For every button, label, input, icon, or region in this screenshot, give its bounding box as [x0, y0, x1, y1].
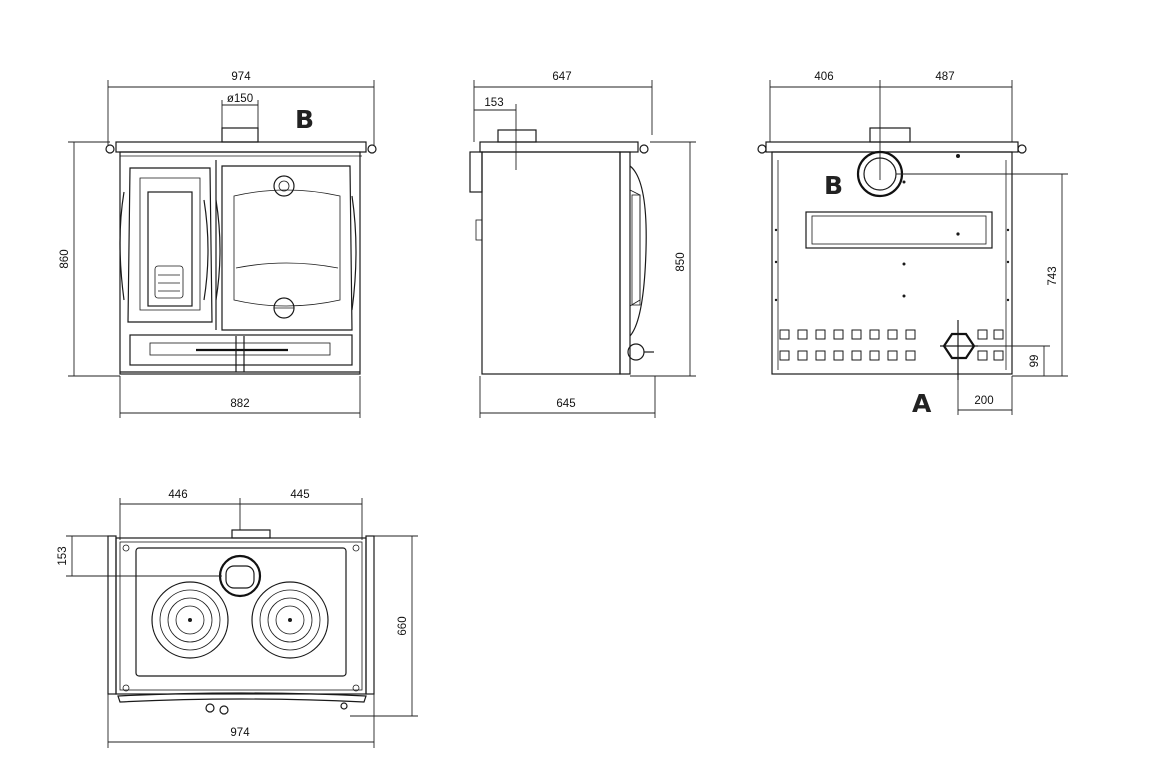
- back-flue-height-dimension: 743: [896, 173, 1068, 377]
- top-overall-width-dimension: 974: [107, 694, 375, 748]
- back-access-plate: [805, 211, 993, 249]
- back-vent-holes: [779, 329, 1004, 361]
- back-inlet-offset-dimension: 200: [957, 376, 1013, 415]
- side-flue-offset-dimension: 153: [474, 97, 517, 170]
- side-height-dimension: 850: [630, 141, 696, 377]
- back-flue-letter: B: [824, 171, 843, 200]
- top-flue-depth-label: 153: [57, 546, 69, 565]
- top-left-offset-label: 446: [168, 489, 187, 501]
- top-cooktop: [115, 537, 367, 695]
- front-oven-door: [221, 165, 353, 331]
- back-view: 406 487 B: [757, 71, 1068, 418]
- front-ash-drawer: [129, 334, 353, 366]
- front-base-label: 882: [230, 398, 249, 410]
- front-width-dimension: 974: [107, 71, 375, 145]
- top-overall-width-label: 974: [230, 727, 250, 739]
- front-body: [119, 151, 361, 375]
- top-front-rail: [117, 692, 367, 703]
- top-width-dimensions: 446 445: [119, 489, 363, 540]
- side-top-plate: [479, 141, 639, 153]
- flue-diameter-label: ø150: [227, 93, 253, 105]
- top-depth-label: 660: [397, 616, 409, 635]
- top-hotplate-right: [251, 581, 329, 659]
- top-flue-depth-dimension: 153: [57, 535, 222, 577]
- back-top-plate: [765, 141, 1019, 153]
- side-flue-collar: [497, 129, 537, 143]
- back-flue-collar: [869, 127, 911, 143]
- front-base-dimension: 882: [119, 376, 361, 418]
- side-door-handle-profile: [629, 165, 647, 337]
- side-depth-dimension: 647: [473, 71, 653, 142]
- side-base-dimension: 645: [479, 376, 656, 418]
- side-flue-offset-label: 153: [484, 97, 503, 109]
- back-right-offset-label: 487: [935, 71, 954, 83]
- back-panel: [771, 151, 1013, 375]
- back-inlet-height-label: 99: [1029, 355, 1041, 368]
- side-body: [481, 151, 621, 375]
- top-right-offset-label: 445: [290, 489, 309, 501]
- back-left-offset-label: 406: [814, 71, 833, 83]
- back-inlet-offset-label: 200: [974, 395, 993, 407]
- front-firebox-door: [127, 167, 213, 323]
- back-inlet-height-dimension: 99: [978, 345, 1050, 376]
- top-depth-dimension: 660: [350, 535, 418, 717]
- front-top-plate: [115, 141, 367, 153]
- back-air-inlet: [940, 320, 978, 380]
- side-view: 647 153 850: [469, 71, 696, 418]
- side-base-label: 645: [556, 398, 575, 410]
- back-inlet-letter: A: [912, 389, 932, 418]
- front-view: 974 ø150 B: [59, 71, 377, 418]
- front-flue-diameter-dimension: ø150: [221, 93, 259, 128]
- front-flue-collar: [221, 127, 259, 143]
- side-depth-label: 647: [552, 71, 571, 83]
- top-hotplate-left: [151, 581, 229, 659]
- top-left-rail: [107, 535, 117, 695]
- front-flue-letter: B: [295, 105, 314, 134]
- front-height-label: 860: [59, 249, 71, 268]
- front-width-label: 974: [231, 71, 251, 83]
- back-top-dimension: 406 487: [769, 71, 1013, 180]
- top-view: 446 445: [57, 489, 418, 748]
- back-flue-height-label: 743: [1047, 266, 1059, 285]
- top-right-rail: [365, 535, 375, 695]
- top-flue-outlet: [218, 554, 262, 598]
- front-height-dimension: 860: [59, 141, 120, 377]
- side-height-label: 850: [675, 252, 687, 271]
